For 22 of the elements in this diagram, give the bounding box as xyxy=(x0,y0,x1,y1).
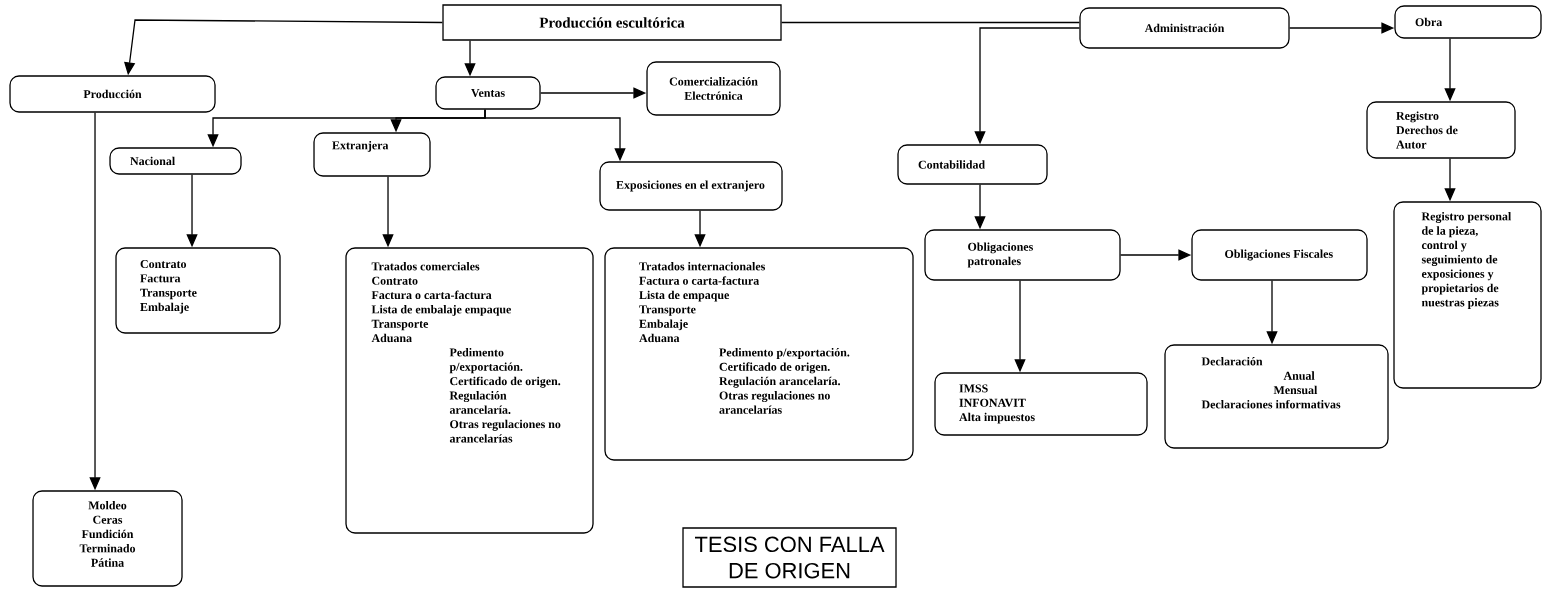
process-box: Contabilidad xyxy=(897,144,1048,185)
list-box: Tratados internacionales Factura o carta-factura Lista de empaque Transporte Embalaje Aduana Pedimento p/exportación. Certificado de origen. Regulación arancelaría. Otras regulaciones no arancelarías xyxy=(604,247,914,461)
process-box: Registro Derechos de Autor xyxy=(1366,101,1516,159)
connector-line xyxy=(781,21,1080,24)
list-box: Contrato Factura Transporte Embalaje xyxy=(115,247,281,334)
list-box: Tratados comerciales Contrato Factura o carta-factura Lista de embalaje empaque Transporte Aduana Pedimento p/exportación. Certificado de origen. Regulación arancelaría. Otras regulaciones no arancelarías xyxy=(345,247,594,534)
process-box: Ventas xyxy=(435,76,541,110)
title-box: Producción escultórica xyxy=(442,4,782,41)
process-box: Obligaciones Fiscales xyxy=(1191,229,1368,281)
process-box: Obra xyxy=(1394,5,1542,39)
process-box: Comercialización Electrónica xyxy=(646,61,781,116)
list-box: Declaración Anual Mensual Declaraciones informativas xyxy=(1164,344,1389,449)
process-box: Producción xyxy=(9,75,216,113)
process-box: Administración xyxy=(1079,7,1290,49)
process-box: Exposiciones en el extranjero xyxy=(599,161,783,211)
stamp-box: TESIS CON FALLA DE ORIGEN xyxy=(682,527,897,588)
process-box: Nacional xyxy=(109,147,242,175)
process-box: Obligaciones patronales xyxy=(924,229,1121,281)
list-box: Moldeo Ceras Fundición Terminado Pátina xyxy=(32,490,183,587)
process-box: Extranjera xyxy=(313,132,431,177)
list-box: Registro personal de la pieza, control y seguimiento de exposiciones y propietarios de nuestras piezas xyxy=(1393,201,1542,389)
list-box: IMSS INFONAVIT Alta impuestos xyxy=(934,372,1148,436)
